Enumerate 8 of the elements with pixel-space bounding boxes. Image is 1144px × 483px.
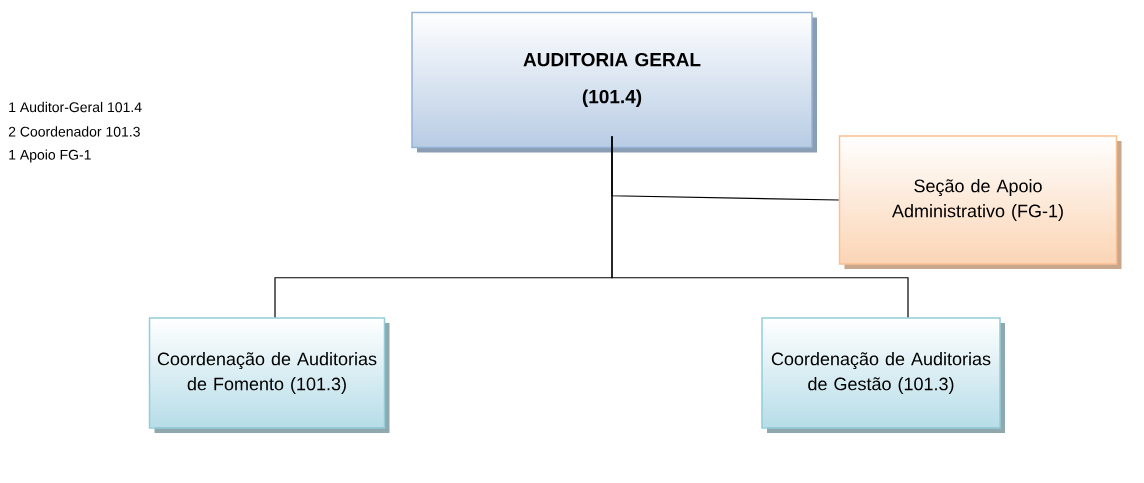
staff-note: 2 Coordenador 101.3 [8, 126, 140, 137]
staff-note: 1 Auditor-Geral 101.4 [9, 101, 142, 113]
staff-note: 1 Apoio FG-1 [9, 149, 91, 163]
section-box: Seção de Apoio Administrativo (FG-1) [838, 135, 1122, 269]
department-box: Coordenação de Auditorias de Gestão (101.3) [761, 317, 1005, 433]
connector-line [611, 135, 909, 318]
department-box: Coordenação de Auditorias de Fomento (101.3) [148, 317, 390, 433]
department-box: AUDITORIA GERAL (101.4) [411, 11, 817, 153]
